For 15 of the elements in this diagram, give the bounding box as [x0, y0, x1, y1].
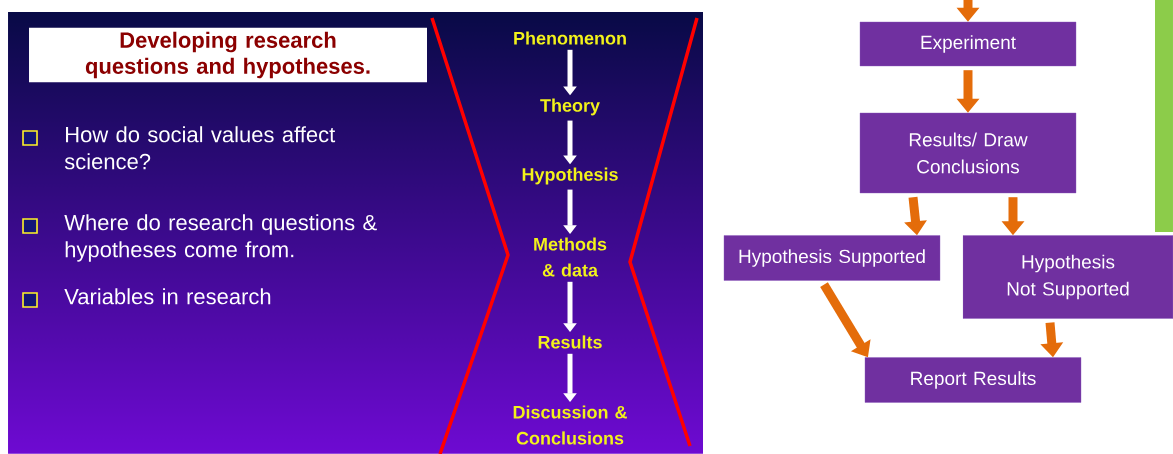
bullet-text: How do social values affect science?: [64, 126, 336, 170]
step-text: Results: [538, 335, 602, 349]
title-box: Developing research questions and hypotheses.: [29, 27, 427, 83]
step-text: Phenomenon: [514, 31, 626, 45]
bullet-text: Where do research questions & hypotheses come from.: [64, 214, 377, 262]
process-box: Results/ Draw Conclusions: [859, 112, 1077, 194]
bullet-text: Variables in research: [64, 288, 271, 305]
process-box: Hypothesis Not Supported: [962, 235, 1173, 319]
step-text: Hypothesis: [522, 167, 618, 185]
process-box: Report Results: [864, 357, 1082, 403]
process-box: Experiment: [859, 21, 1077, 67]
step-text: Methods & data: [534, 237, 607, 277]
step-text: Theory: [540, 98, 600, 116]
step-text: Discussion & Conclusions: [513, 405, 627, 445]
process-box: Hypothesis Supported: [723, 235, 941, 281]
